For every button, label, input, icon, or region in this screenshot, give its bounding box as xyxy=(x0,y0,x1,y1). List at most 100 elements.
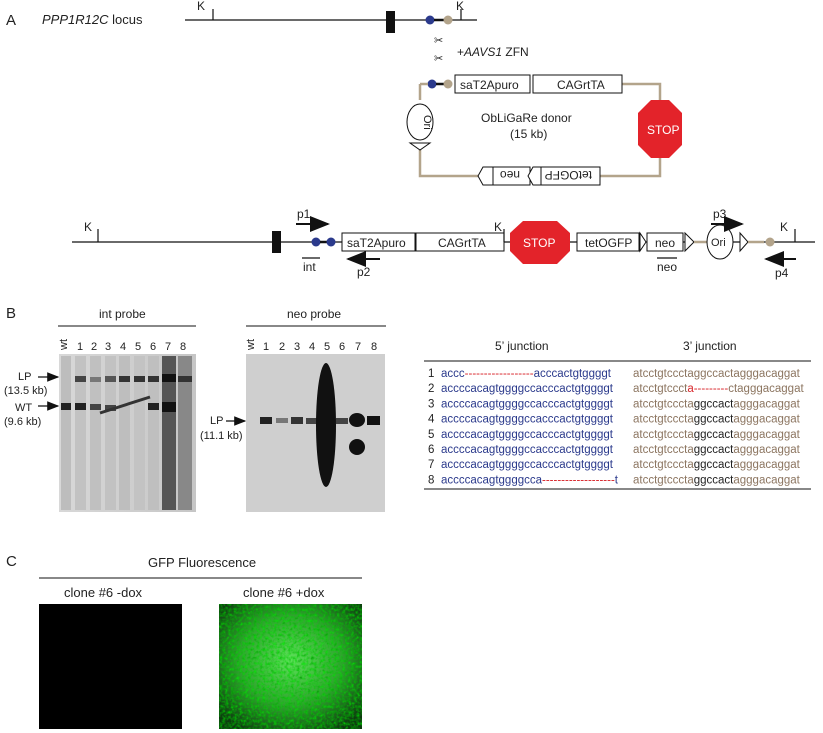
neo-lp-band-6 xyxy=(336,418,348,424)
panel-c-title: GFP Fluorescence xyxy=(148,555,256,570)
neo-lane-5: 5 xyxy=(324,341,330,353)
int-lane-7: 7 xyxy=(165,341,171,353)
sequence-segment: accccacagtggggccacccactgtggggt xyxy=(441,383,614,395)
junction5-sequence: accccacagtggggccacccactgtggggt xyxy=(441,444,614,456)
sequence-segment: agggacaggat xyxy=(733,414,800,426)
donor-box-satpuro xyxy=(454,74,531,94)
junction5-sequence: accccacagtggggcca-------------------t xyxy=(441,474,619,486)
int-lp-band-4 xyxy=(119,376,130,382)
junction3-sequence: atcctgtccctaggccactagggacaggat xyxy=(633,474,801,486)
junction3-sequence: atcctgtccctaggccactagggacaggat xyxy=(633,368,801,380)
ecm-blue-dot-bottom-2 xyxy=(326,237,336,247)
panel-a: A PPP1R12C locus K K ✂ ✂ +AAVS1 ZFN saT2… xyxy=(6,0,815,280)
int-probe-blot xyxy=(59,354,196,512)
neo-lp-label: LP xyxy=(210,415,223,427)
locus-box-satpuro-label: saT2Apuro xyxy=(347,236,406,250)
junction-row-number: 1 xyxy=(428,368,434,380)
neo-lp-band-8 xyxy=(367,416,380,425)
int-lp-band-1 xyxy=(75,376,86,382)
sequence-segment: ggccact xyxy=(694,474,734,486)
int-lane-wt: wt xyxy=(58,339,70,351)
micrograph-minus-dox xyxy=(39,604,182,729)
donor-box-satpuro-label: saT2Apuro xyxy=(460,78,519,92)
sequence-segment: atcctgtcccta xyxy=(633,444,694,456)
int-lp-band-8 xyxy=(178,376,192,382)
lox-arrow-locus-2 xyxy=(684,231,695,253)
junction5-sequence: accccacagtggggccacccactgtggggt xyxy=(441,459,614,471)
int-lane-4: 4 xyxy=(120,341,126,353)
donor-box-cagrtta-label: CAGrtTA xyxy=(557,78,605,92)
sequence-segment: atcctgtcccta xyxy=(633,459,694,471)
neo-lane-6: 6 xyxy=(339,341,345,353)
locus-box-neo xyxy=(646,232,684,252)
sequence-segment: atcctgtcccta xyxy=(633,474,694,486)
neo-probe-title: neo probe xyxy=(287,307,341,321)
sequence-segment: ggccact xyxy=(694,444,734,456)
sequence-segment: atcctgtcccta xyxy=(633,414,694,426)
sequence-segment: ggccact xyxy=(694,429,734,441)
ecm-tan-dot-top xyxy=(443,15,453,25)
int-wt-band-1 xyxy=(75,403,86,410)
panel-a-label: A xyxy=(6,12,16,29)
neo-lp-size: (11.1 kb) xyxy=(200,430,243,442)
sequence-segment: atcctgtcccta xyxy=(633,429,694,441)
int-lane-5: 5 xyxy=(135,341,141,353)
neo-lane-2: 2 xyxy=(279,341,285,353)
stop-label-donor: STOP xyxy=(647,123,679,137)
int-probe-title: int probe xyxy=(99,307,146,321)
neo-lp-band-3 xyxy=(291,417,303,424)
int-wt-band-wt xyxy=(61,403,71,410)
stop-octagon-donor xyxy=(638,100,682,158)
junction3-sequence: atcctgtccctaggccactagggacaggat xyxy=(633,398,801,410)
int-wt-band-3 xyxy=(105,405,116,411)
ori-label-donor: Ori xyxy=(421,115,433,130)
zfn-italic: AAVS1 xyxy=(463,45,502,59)
ecm-blue-dot-donor xyxy=(427,79,437,89)
donor-box-tetogfp xyxy=(540,166,601,186)
neo-lane-7: 7 xyxy=(355,341,361,353)
donor-box-tetogfp-label: tetOGFP xyxy=(545,168,592,182)
sequence-segment: ggccact xyxy=(694,398,734,410)
sequence-segment: agggacaggat xyxy=(733,444,800,456)
ori-oval-donor xyxy=(406,103,434,141)
k-label-top-right: K xyxy=(456,0,464,13)
locus-suffix: locus xyxy=(108,12,142,27)
neo-lane7-band xyxy=(349,413,365,427)
ori-label-locus: Ori xyxy=(711,237,726,249)
donor-name: ObLiGaRe donor xyxy=(481,111,572,125)
sequence-segment: accccacagtggggcca xyxy=(441,474,543,486)
neo-lane-3: 3 xyxy=(294,341,300,353)
sequence-segment: t xyxy=(615,474,619,486)
sequence-segment: ------------------ xyxy=(465,368,534,380)
exon-block-top xyxy=(386,11,395,33)
int-lp-band-3 xyxy=(105,376,116,382)
locus-gene-name: PPP1R12C xyxy=(42,12,109,27)
sequence-segment: ggccact xyxy=(694,414,734,426)
sequence-segment: ggccact xyxy=(694,459,734,471)
neo-lane7-band-low xyxy=(349,439,365,455)
neo-probe-blot xyxy=(246,354,385,512)
donor-box-neo-label: neo xyxy=(500,168,520,182)
sequence-segment: accccacagtggggccacccactgtggggt xyxy=(441,459,614,471)
right-caption: clone #6 +dox xyxy=(243,585,325,600)
sequence-segment: accccacagtggggccacccactgtggggt xyxy=(441,414,614,426)
locus-box-tetogfp-label: tetOGFP xyxy=(585,236,632,250)
frt-triangle-donor xyxy=(408,142,432,151)
sequence-segment: atcctgtccct xyxy=(633,383,688,395)
sequence-segment: atcctgtccctaggccactagggacaggat xyxy=(633,368,801,380)
primer-p2-label: p2 xyxy=(357,265,371,279)
locus-box-cagrtta-label: CAGrtTA xyxy=(438,236,486,250)
junction5-sequence: accccacagtggggccacccactgtggggt xyxy=(441,383,614,395)
locus-box-satpuro xyxy=(341,232,416,252)
sequence-segment: acccactgtggggt xyxy=(534,368,612,380)
junction-row-number: 8 xyxy=(428,474,434,486)
ecm-tan-dot-bottom xyxy=(765,237,775,247)
junction5-sequence: accccacagtggggccacccactgtggggt xyxy=(441,398,614,410)
int-lane-2: 2 xyxy=(91,341,97,353)
neo-lane-wt: wt xyxy=(245,339,257,351)
junction3-sequence: atcctgtccctaggccactagggacaggat xyxy=(633,414,801,426)
neo-lane-1: 1 xyxy=(263,341,269,353)
int-lane-8: 8 xyxy=(180,341,186,353)
junction3-sequence: atcctgtccctaggccactagggacaggat xyxy=(633,444,801,456)
int-lp-band-5 xyxy=(134,376,145,382)
